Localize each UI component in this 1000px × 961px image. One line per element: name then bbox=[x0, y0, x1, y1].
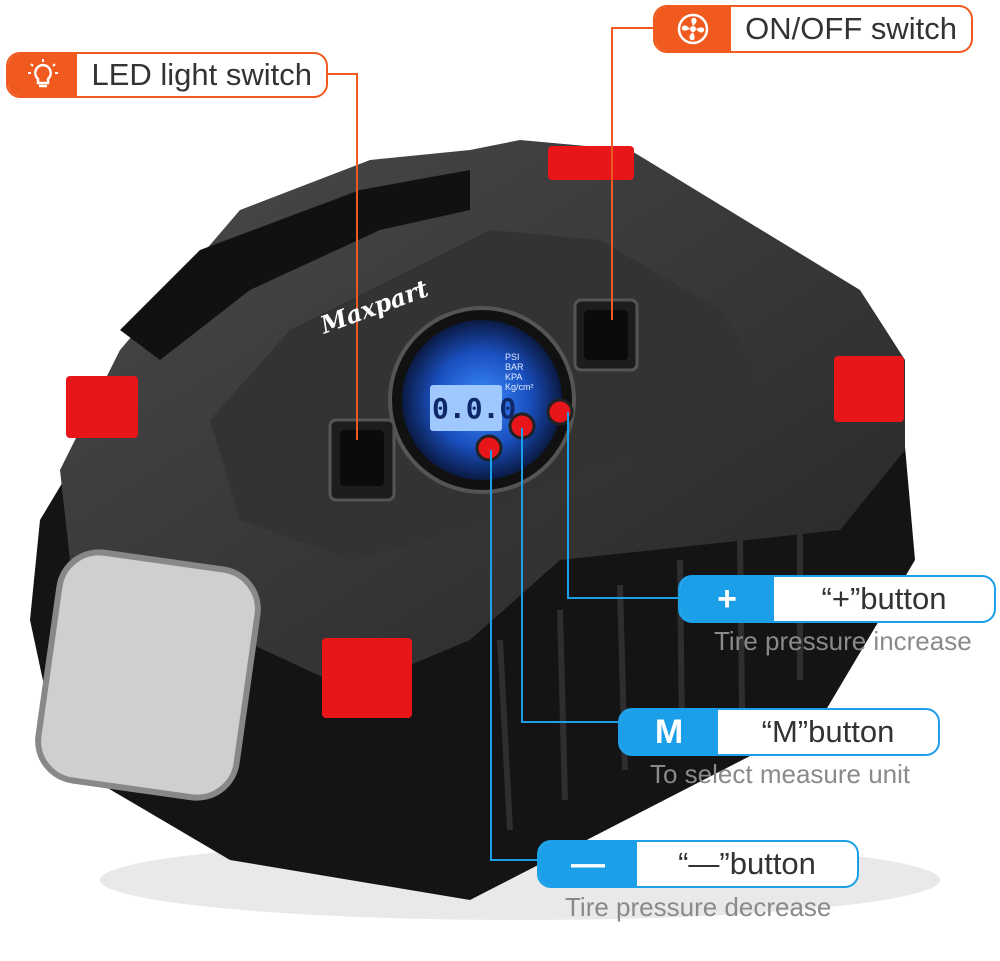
minus-badge: — bbox=[539, 842, 637, 886]
led-switch-label: LED light switch bbox=[91, 57, 312, 92]
fan-icon bbox=[655, 7, 732, 51]
unit-kpa: KPA bbox=[505, 372, 523, 382]
minus-button-description: Tire pressure decrease bbox=[565, 892, 832, 922]
minus-button-callout: — “—”button bbox=[537, 840, 859, 888]
m-button-label: “M”button bbox=[761, 714, 895, 749]
red-bumper-right bbox=[834, 356, 904, 422]
lcd-reading: 0.0.0 bbox=[432, 392, 517, 425]
unit-bar: BAR bbox=[505, 362, 524, 372]
led-switch-callout: LED light switch bbox=[6, 52, 328, 98]
handle-opening bbox=[120, 170, 470, 360]
plus-button-dot bbox=[546, 398, 574, 426]
leader-lines bbox=[326, 27, 680, 861]
plus-button-callout: + “+”button bbox=[678, 575, 996, 623]
red-bumper-left bbox=[66, 376, 138, 438]
lcd-units: PSI BAR KPA Kg/cm² bbox=[505, 352, 534, 392]
red-bumper-bottom bbox=[322, 638, 412, 718]
power-switch-callout: ON/OFF switch bbox=[653, 5, 973, 53]
flashlight-lens bbox=[35, 549, 261, 801]
plus-badge: + bbox=[680, 577, 774, 621]
power-switch-label: ON/OFF switch bbox=[745, 11, 957, 46]
plus-button-label: “+”button bbox=[821, 581, 947, 616]
unit-psi: PSI bbox=[505, 352, 520, 362]
minus-button-dot bbox=[475, 434, 503, 462]
lightbulb-icon bbox=[8, 54, 78, 96]
red-bumper-top bbox=[548, 146, 634, 180]
m-badge: M bbox=[620, 710, 718, 754]
unit-kgcm: Kg/cm² bbox=[505, 382, 534, 392]
m-button-description: To select measure unit bbox=[650, 759, 911, 789]
m-button-callout: M “M”button bbox=[618, 708, 940, 756]
minus-button-label: “—”button bbox=[678, 846, 816, 881]
plus-button-description: Tire pressure increase bbox=[714, 626, 972, 656]
